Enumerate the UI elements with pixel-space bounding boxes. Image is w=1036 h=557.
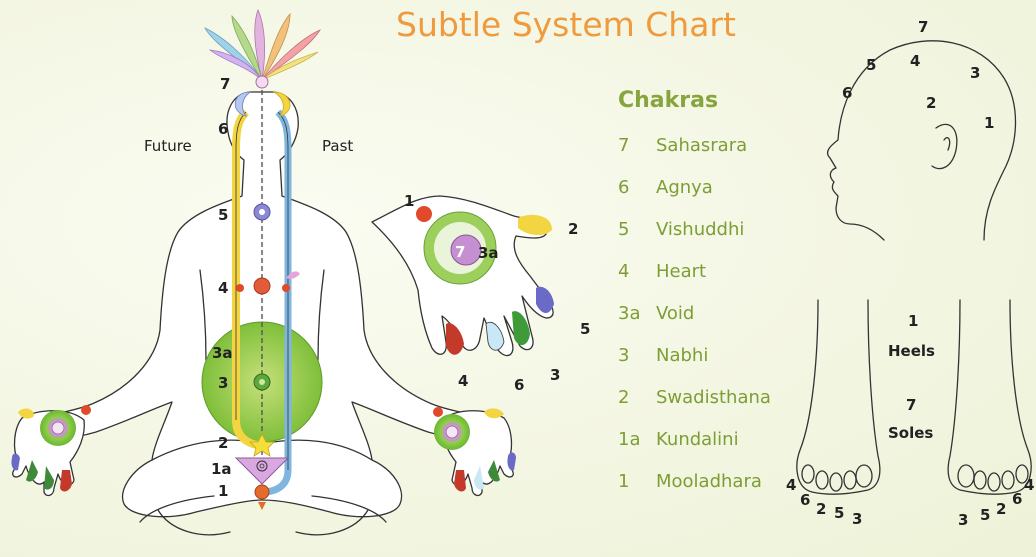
- chakra-mooladhara-icon: [255, 485, 269, 510]
- figure-number-1: 1: [218, 482, 228, 500]
- left-toe-number: 3: [852, 510, 862, 528]
- chakra-list-item: 3 Nabhi: [618, 345, 708, 366]
- head-number-3: 3: [970, 64, 980, 82]
- head-number-6: 6: [842, 84, 852, 102]
- chakra-number: 3a: [618, 303, 640, 324]
- right-toe-number: 5: [980, 506, 990, 524]
- hand-diagram: 1 7 3a 2 5 4 6 3: [372, 192, 590, 394]
- chakra-list-item: 2 Swadisthana: [618, 387, 771, 408]
- chakra-name: Mooladhara: [656, 471, 762, 492]
- right-toe-number: 2: [996, 500, 1006, 518]
- chakra-name: Swadisthana: [656, 387, 771, 408]
- chakra-number: 4: [618, 261, 629, 282]
- figure-number-6: 6: [218, 120, 228, 138]
- chakra-name: Vishuddhi: [656, 219, 744, 240]
- chakra-name: Kundalini: [656, 429, 739, 450]
- head-number-7: 7: [918, 18, 928, 36]
- left-hand: [11, 405, 91, 495]
- chakra-name: Heart: [656, 261, 706, 282]
- chakra-number: 7: [618, 135, 629, 156]
- chakra-name: Agnya: [656, 177, 713, 198]
- feet-diagram: 1 Heels 7 Soles 4 6 2 5 3 3 5 2 6 4: [786, 300, 1034, 529]
- hand-red-dot-icon: [416, 206, 432, 222]
- hand-number-4: 4: [458, 372, 468, 390]
- chakra-list-item: 1 Mooladhara: [618, 471, 762, 492]
- chakra-number: 3: [618, 345, 629, 366]
- soles-label: Soles: [888, 424, 933, 442]
- head-number-5: 5: [866, 56, 876, 74]
- left-toe-number: 2: [816, 500, 826, 518]
- chakra-list: Chakras 7 Sahasrara 6 Agnya 5 Vishuddhi …: [618, 88, 771, 492]
- chakra-name: Void: [656, 303, 694, 324]
- figure-number-3: 3: [218, 374, 228, 392]
- chakra-number: 2: [618, 387, 629, 408]
- chakra-number: 1a: [618, 429, 640, 450]
- future-label: Future: [144, 137, 192, 155]
- chakra-list-item: 1a Kundalini: [618, 429, 739, 450]
- chakra-number: 1: [618, 471, 629, 492]
- hand-number-2: 2: [568, 220, 578, 238]
- right-hand: [433, 407, 516, 495]
- past-label: Past: [322, 137, 353, 155]
- head-number-2: 2: [926, 94, 936, 112]
- heels-number: 1: [908, 312, 918, 330]
- chakra-list-heading: Chakras: [618, 88, 718, 113]
- right-toe-number: 3: [958, 511, 968, 529]
- chakra-name: Nabhi: [656, 345, 708, 366]
- head-number-4: 4: [910, 52, 920, 70]
- chakra-list-item: 3a Void: [618, 303, 694, 324]
- chakra-list-item: 4 Heart: [618, 261, 706, 282]
- chart-title: Subtle System Chart: [396, 5, 736, 44]
- chakra-list-item: 7 Sahasrara: [618, 135, 747, 156]
- figure-number-7: 7: [220, 75, 230, 93]
- left-toe-number: 4: [786, 476, 796, 494]
- right-toe-number: 6: [1012, 490, 1022, 508]
- heels-label: Heels: [888, 342, 935, 360]
- hand-number-3: 3: [550, 366, 560, 384]
- hand-number-1: 1: [404, 192, 414, 210]
- figure-number-2: 2: [218, 434, 228, 452]
- left-toe-number: 5: [834, 504, 844, 522]
- head-number-1: 1: [984, 114, 994, 132]
- head-diagram: 7 5 4 3 6 2 1: [828, 18, 1016, 240]
- chakra-number: 6: [618, 177, 629, 198]
- hand-number-3a: 3a: [478, 244, 499, 262]
- left-toe-number: 6: [800, 491, 810, 509]
- chakra-name: Sahasrara: [656, 135, 747, 156]
- figure-number-4: 4: [218, 279, 228, 297]
- figure-number-1a: 1a: [211, 460, 232, 478]
- chakra-number: 5: [618, 219, 629, 240]
- chakra-nabhi-icon: [254, 374, 270, 390]
- hand-number-5: 5: [580, 320, 590, 338]
- chakra-list-item: 6 Agnya: [618, 177, 713, 198]
- right-toe-number: 4: [1024, 476, 1034, 494]
- chakra-list-item: 5 Vishuddhi: [618, 219, 744, 240]
- figure-number-3a: 3a: [212, 344, 233, 362]
- hand-number-6: 6: [514, 376, 524, 394]
- soles-number: 7: [906, 396, 916, 414]
- figure-number-5: 5: [218, 206, 228, 224]
- chakra-vishuddhi-icon: [254, 204, 270, 220]
- hand-number-7: 7: [455, 243, 465, 261]
